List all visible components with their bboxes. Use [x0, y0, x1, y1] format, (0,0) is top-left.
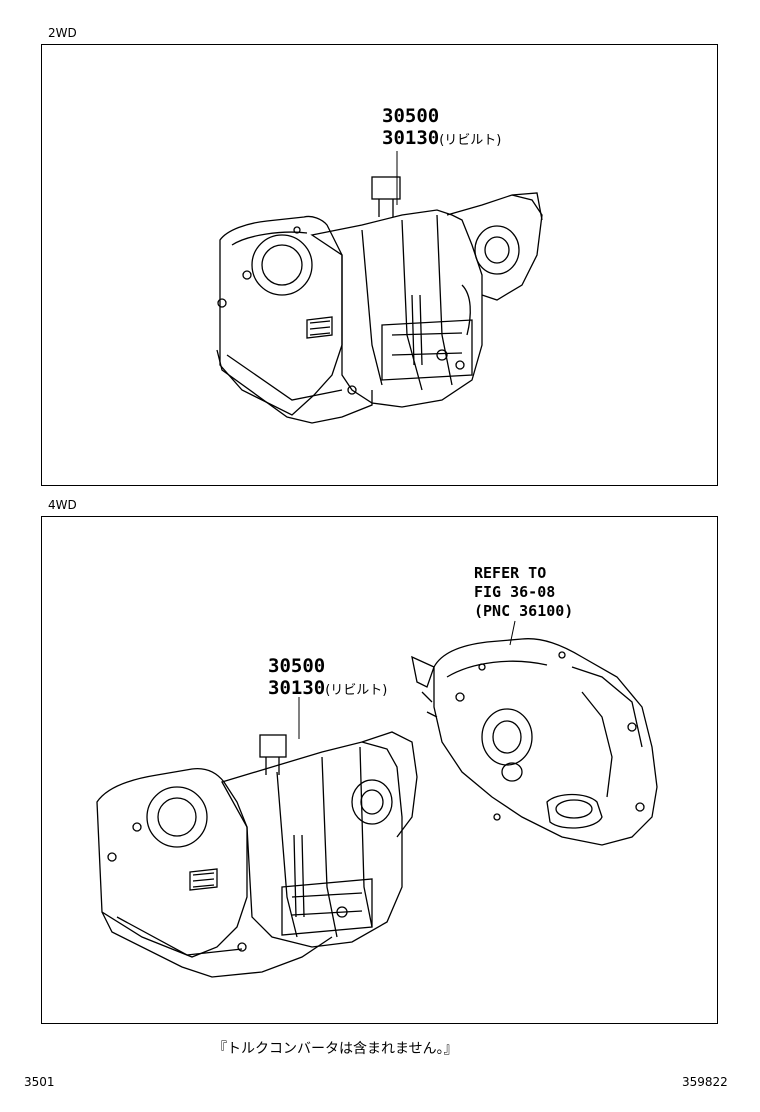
- part-number-value: 30130: [268, 677, 326, 699]
- transmission-4wd-illustration: [96, 620, 658, 978]
- page-code: 3501: [24, 1075, 55, 1089]
- rebuilt-suffix: (リビルト): [325, 683, 388, 698]
- transmission-2wd-illustration: [216, 151, 543, 424]
- reference-note[interactable]: REFER TO FIG 36-08 (PNC 36100): [474, 564, 573, 621]
- section-label-4wd: 4WD: [48, 498, 77, 512]
- figure-id: 359822: [682, 1075, 728, 1089]
- part-number-value: 30130: [382, 127, 440, 149]
- rebuilt-suffix: (リビルト): [439, 133, 502, 148]
- part-number-30130-4wd[interactable]: 30130(リビルト): [268, 677, 387, 702]
- part-number-30130-2wd[interactable]: 30130(リビルト): [382, 127, 501, 152]
- reference-line-2: FIG 36-08: [474, 583, 556, 601]
- part-number-30500-4wd[interactable]: 30500: [268, 655, 326, 677]
- part-number-30500-2wd[interactable]: 30500: [382, 105, 440, 127]
- reference-line-3: (PNC 36100): [474, 602, 574, 620]
- panel-4wd: REFER TO FIG 36-08 (PNC 36100) 30500 301…: [41, 516, 718, 1024]
- panel-2wd: 30500 30130(リビルト): [41, 44, 718, 486]
- section-label-2wd: 2WD: [48, 26, 77, 40]
- footnote: 『トルクコンバータは含まれません。』: [213, 1041, 458, 1057]
- reference-line-1: REFER TO: [474, 564, 547, 582]
